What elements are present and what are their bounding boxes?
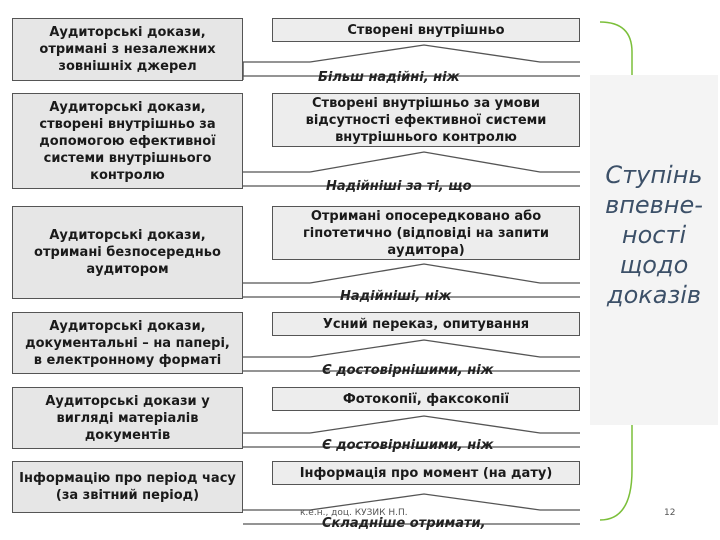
side-panel (590, 75, 718, 425)
left-box-3: Аудиторські докази, отримані безпосередн… (12, 206, 243, 299)
relation-note-5: Є достовірнішими, ніж (322, 438, 494, 453)
relation-note-2: Надійніші за ті, що (326, 179, 472, 194)
right-box-2: Створені внутрішньо за умови відсутності… (272, 93, 580, 147)
left-box-1: Аудиторські докази, отримані з незалежни… (12, 18, 243, 81)
relation-note-6: Складніше отримати, (322, 516, 486, 531)
right-box-4: Усний переказ, опитування (272, 312, 580, 336)
relation-note-4: Є достовірнішими, ніж (322, 363, 494, 378)
left-box-6: Інформацію про період часу (за звітний п… (12, 461, 243, 513)
right-box-6: Інформація про момент (на дату) (272, 461, 580, 485)
right-box-1: Створені внутрішньо (272, 18, 580, 42)
left-box-2: Аудиторські докази, створені внутрішньо … (12, 93, 243, 189)
bracket-line (599, 21, 633, 521)
right-box-3: Отримані опосередковано або гіпотетично … (272, 206, 580, 260)
relation-note-3: Надійніші, ніж (340, 289, 452, 304)
side-title: Ступінь впевне-ності щодо доказів (605, 161, 703, 309)
footer-author: к.е.н., доц. КУЗИК Н.П. (300, 508, 408, 518)
right-box-5: Фотокопії, факсокопії (272, 387, 580, 411)
relation-note-1: Більш надійні, ніж (318, 70, 460, 85)
left-box-4: Аудиторські докази, документальні – на п… (12, 312, 243, 374)
page-number: 12 (664, 508, 676, 518)
left-box-5: Аудиторські докази у вигляді матеріалів … (12, 387, 243, 449)
